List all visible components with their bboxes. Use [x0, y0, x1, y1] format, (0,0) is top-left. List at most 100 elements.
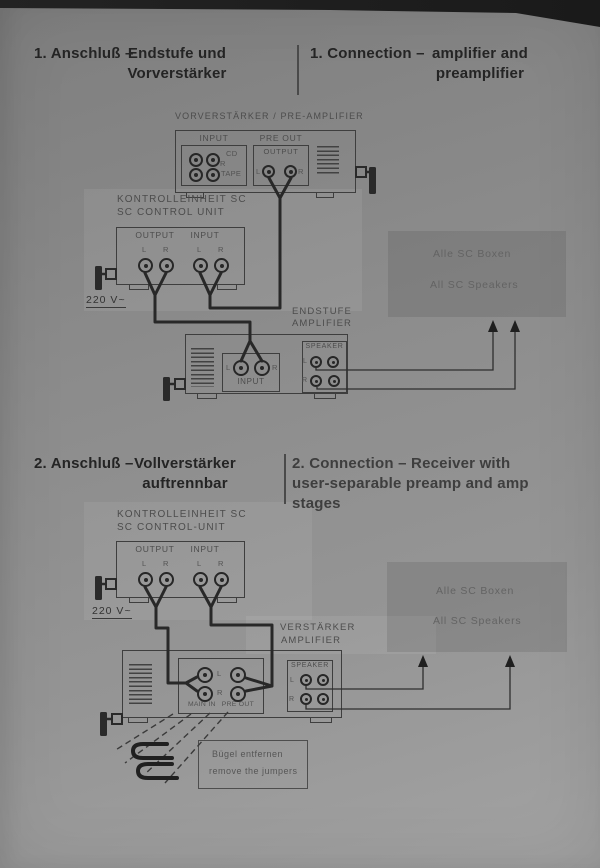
- amp2-main-in-label: MAIN IN: [187, 701, 216, 708]
- control2-in-l-label: L: [197, 559, 202, 568]
- control1-input-label: INPUT: [190, 230, 220, 240]
- amp1-title-de: ENDSTUFE: [292, 306, 352, 317]
- amp2-vent-grille: [129, 664, 152, 706]
- control2-out-r-label: R: [163, 559, 169, 568]
- speakers-box-1-de: Alle SC Boxen: [433, 248, 512, 260]
- speakers-box-2-de: Alle SC Boxen: [436, 585, 515, 597]
- heading-divider-2: [284, 454, 286, 504]
- control1-output-jack-r: [159, 258, 174, 273]
- control1-title-de: KONTROLLEINHEIT SC: [117, 194, 247, 205]
- speaker-arrow-2-r: [505, 655, 515, 667]
- preamp-preout-r-label: R: [298, 167, 304, 176]
- control1-input-jack-r: [214, 258, 229, 273]
- amp1-input-label: INPUT: [237, 377, 265, 386]
- preamp-preout-jack-r: [284, 165, 297, 178]
- amp1-speaker-jack-l1: [310, 356, 322, 368]
- preamp-input-label: INPUT: [199, 133, 229, 143]
- amp2-sp-l-label: L: [290, 677, 295, 684]
- speakers-box-2-en: All SC Speakers: [433, 615, 522, 627]
- preamp-input-jack-2: [206, 153, 220, 167]
- preamp-input-jack-1: [189, 153, 203, 167]
- heading-2-de-line1: Vollverstärker: [134, 455, 236, 472]
- control2-input-label: INPUT: [190, 544, 220, 554]
- heading-2-de-line2: auftrennbar: [142, 475, 228, 492]
- amp2-pre-out-jack-r: [230, 686, 246, 702]
- heading-1-en-prefix: 1. Connection –: [310, 45, 425, 62]
- amp2-speaker-jack-l1: [300, 674, 312, 686]
- heading-1-de-prefix: 1. Anschluß –: [34, 45, 134, 62]
- amp2-r-label: R: [217, 688, 223, 697]
- amp1-input-section: [222, 353, 280, 392]
- amp2-title-en: AMPLIFIER: [281, 635, 342, 646]
- preamp-input-jack-4: [206, 168, 220, 182]
- control1-out-r-label: R: [163, 245, 169, 254]
- control2-in-r-label: R: [218, 559, 224, 568]
- amp2-sp-r-label: R: [289, 696, 295, 703]
- preamp-r-label: R: [220, 159, 226, 168]
- amp1-input-r-label: R: [272, 363, 278, 372]
- amp2-title-de: VERSTÄRKER: [280, 622, 356, 633]
- preamp-foot-right: [316, 192, 334, 198]
- amp2-main-in-jack-r: [197, 686, 213, 702]
- heading-2-en-line1: 2. Connection – Receiver with: [292, 455, 511, 472]
- amp2-speaker-jack-l2: [317, 674, 329, 686]
- amp2-pre-out-label: PRE OUT: [221, 701, 255, 708]
- amp1-foot-right: [314, 393, 336, 399]
- amp1-sp-r-label: R: [302, 377, 308, 384]
- amp1-sp-l-label: L: [303, 358, 308, 365]
- power-plug-amp2: [100, 712, 123, 736]
- amp1-input-jack-r: [254, 360, 270, 376]
- control1-title-en: SC CONTROL UNIT: [117, 207, 225, 218]
- heading-1-en-line1: amplifier and: [432, 45, 528, 62]
- control2-foot-left: [129, 597, 149, 603]
- amp1-speaker-jack-r2: [328, 375, 340, 387]
- control1-output-jack-l: [138, 258, 153, 273]
- speakers-box-2: [387, 562, 567, 652]
- amp1-input-l-label: L: [226, 363, 231, 372]
- power-plug-amp1: [163, 377, 186, 401]
- jumper-bracket-2: [136, 762, 179, 780]
- jumper-note-en: remove the jumpers: [209, 766, 298, 776]
- amp1-vent-grille: [191, 348, 214, 387]
- amp1-foot-left: [197, 393, 217, 399]
- control1-foot-left: [129, 284, 149, 290]
- heading-2-en-line3: stages: [292, 495, 341, 512]
- heading-1-en-line2: preamplifier: [435, 65, 525, 82]
- amp2-main-in-jack-l: [197, 667, 213, 683]
- control1-out-l-label: L: [142, 245, 147, 254]
- speakers-box-1: [388, 231, 566, 317]
- control2-title-de: KONTROLLEINHEIT SC: [117, 509, 247, 520]
- preamp-preout-label: PRE OUT: [259, 133, 303, 143]
- scan-light-patch-3: [246, 616, 436, 654]
- preamp-output-label: OUTPUT: [263, 147, 299, 156]
- control2-output-jack-r: [159, 572, 174, 587]
- heading-2-de-prefix: 2. Anschluß –: [34, 455, 134, 472]
- control2-out-l-label: L: [142, 559, 147, 568]
- control1-foot-right: [217, 284, 237, 290]
- amp1-speaker-jack-r1: [310, 375, 322, 387]
- heading-divider-1: [297, 45, 299, 95]
- preamp-title: VORVERSTÄRKER / PRE-AMPLIFIER: [175, 111, 364, 121]
- amp2-pre-out-jack-l: [230, 667, 246, 683]
- heading-1-de-line1: Endstufe und: [127, 45, 227, 62]
- preamp-tape-label: TAPE: [221, 169, 242, 178]
- heading-1-de-line2: Vorverstärker: [127, 65, 227, 82]
- preamp-cd-label: CD: [226, 149, 238, 158]
- control2-foot-right: [217, 597, 237, 603]
- preamp-input-jack-3: [189, 168, 203, 182]
- control1-in-r-label: R: [218, 245, 224, 254]
- control1-voltage-label: 220 V~: [86, 294, 126, 308]
- heading-2-en-line2: user-separable preamp and amp: [292, 475, 529, 492]
- amp1-title-en: AMPLIFIER: [291, 318, 353, 329]
- control2-voltage-label: 220 V~: [92, 605, 132, 619]
- amp2-foot-right: [310, 717, 332, 723]
- amp2-speaker-jack-r1: [300, 693, 312, 705]
- amp1-speaker-label: SPEAKER: [305, 343, 344, 350]
- amp2-speaker-jack-r2: [317, 693, 329, 705]
- speakers-box-1-en: All SC Speakers: [430, 279, 519, 291]
- preamp-preout-jack-l: [262, 165, 275, 178]
- control1-output-label: OUTPUT: [135, 230, 175, 240]
- preamp-preout-l-label: L: [256, 167, 261, 176]
- amp2-jack-row-labels: MAIN IN PRE OUT: [178, 701, 264, 709]
